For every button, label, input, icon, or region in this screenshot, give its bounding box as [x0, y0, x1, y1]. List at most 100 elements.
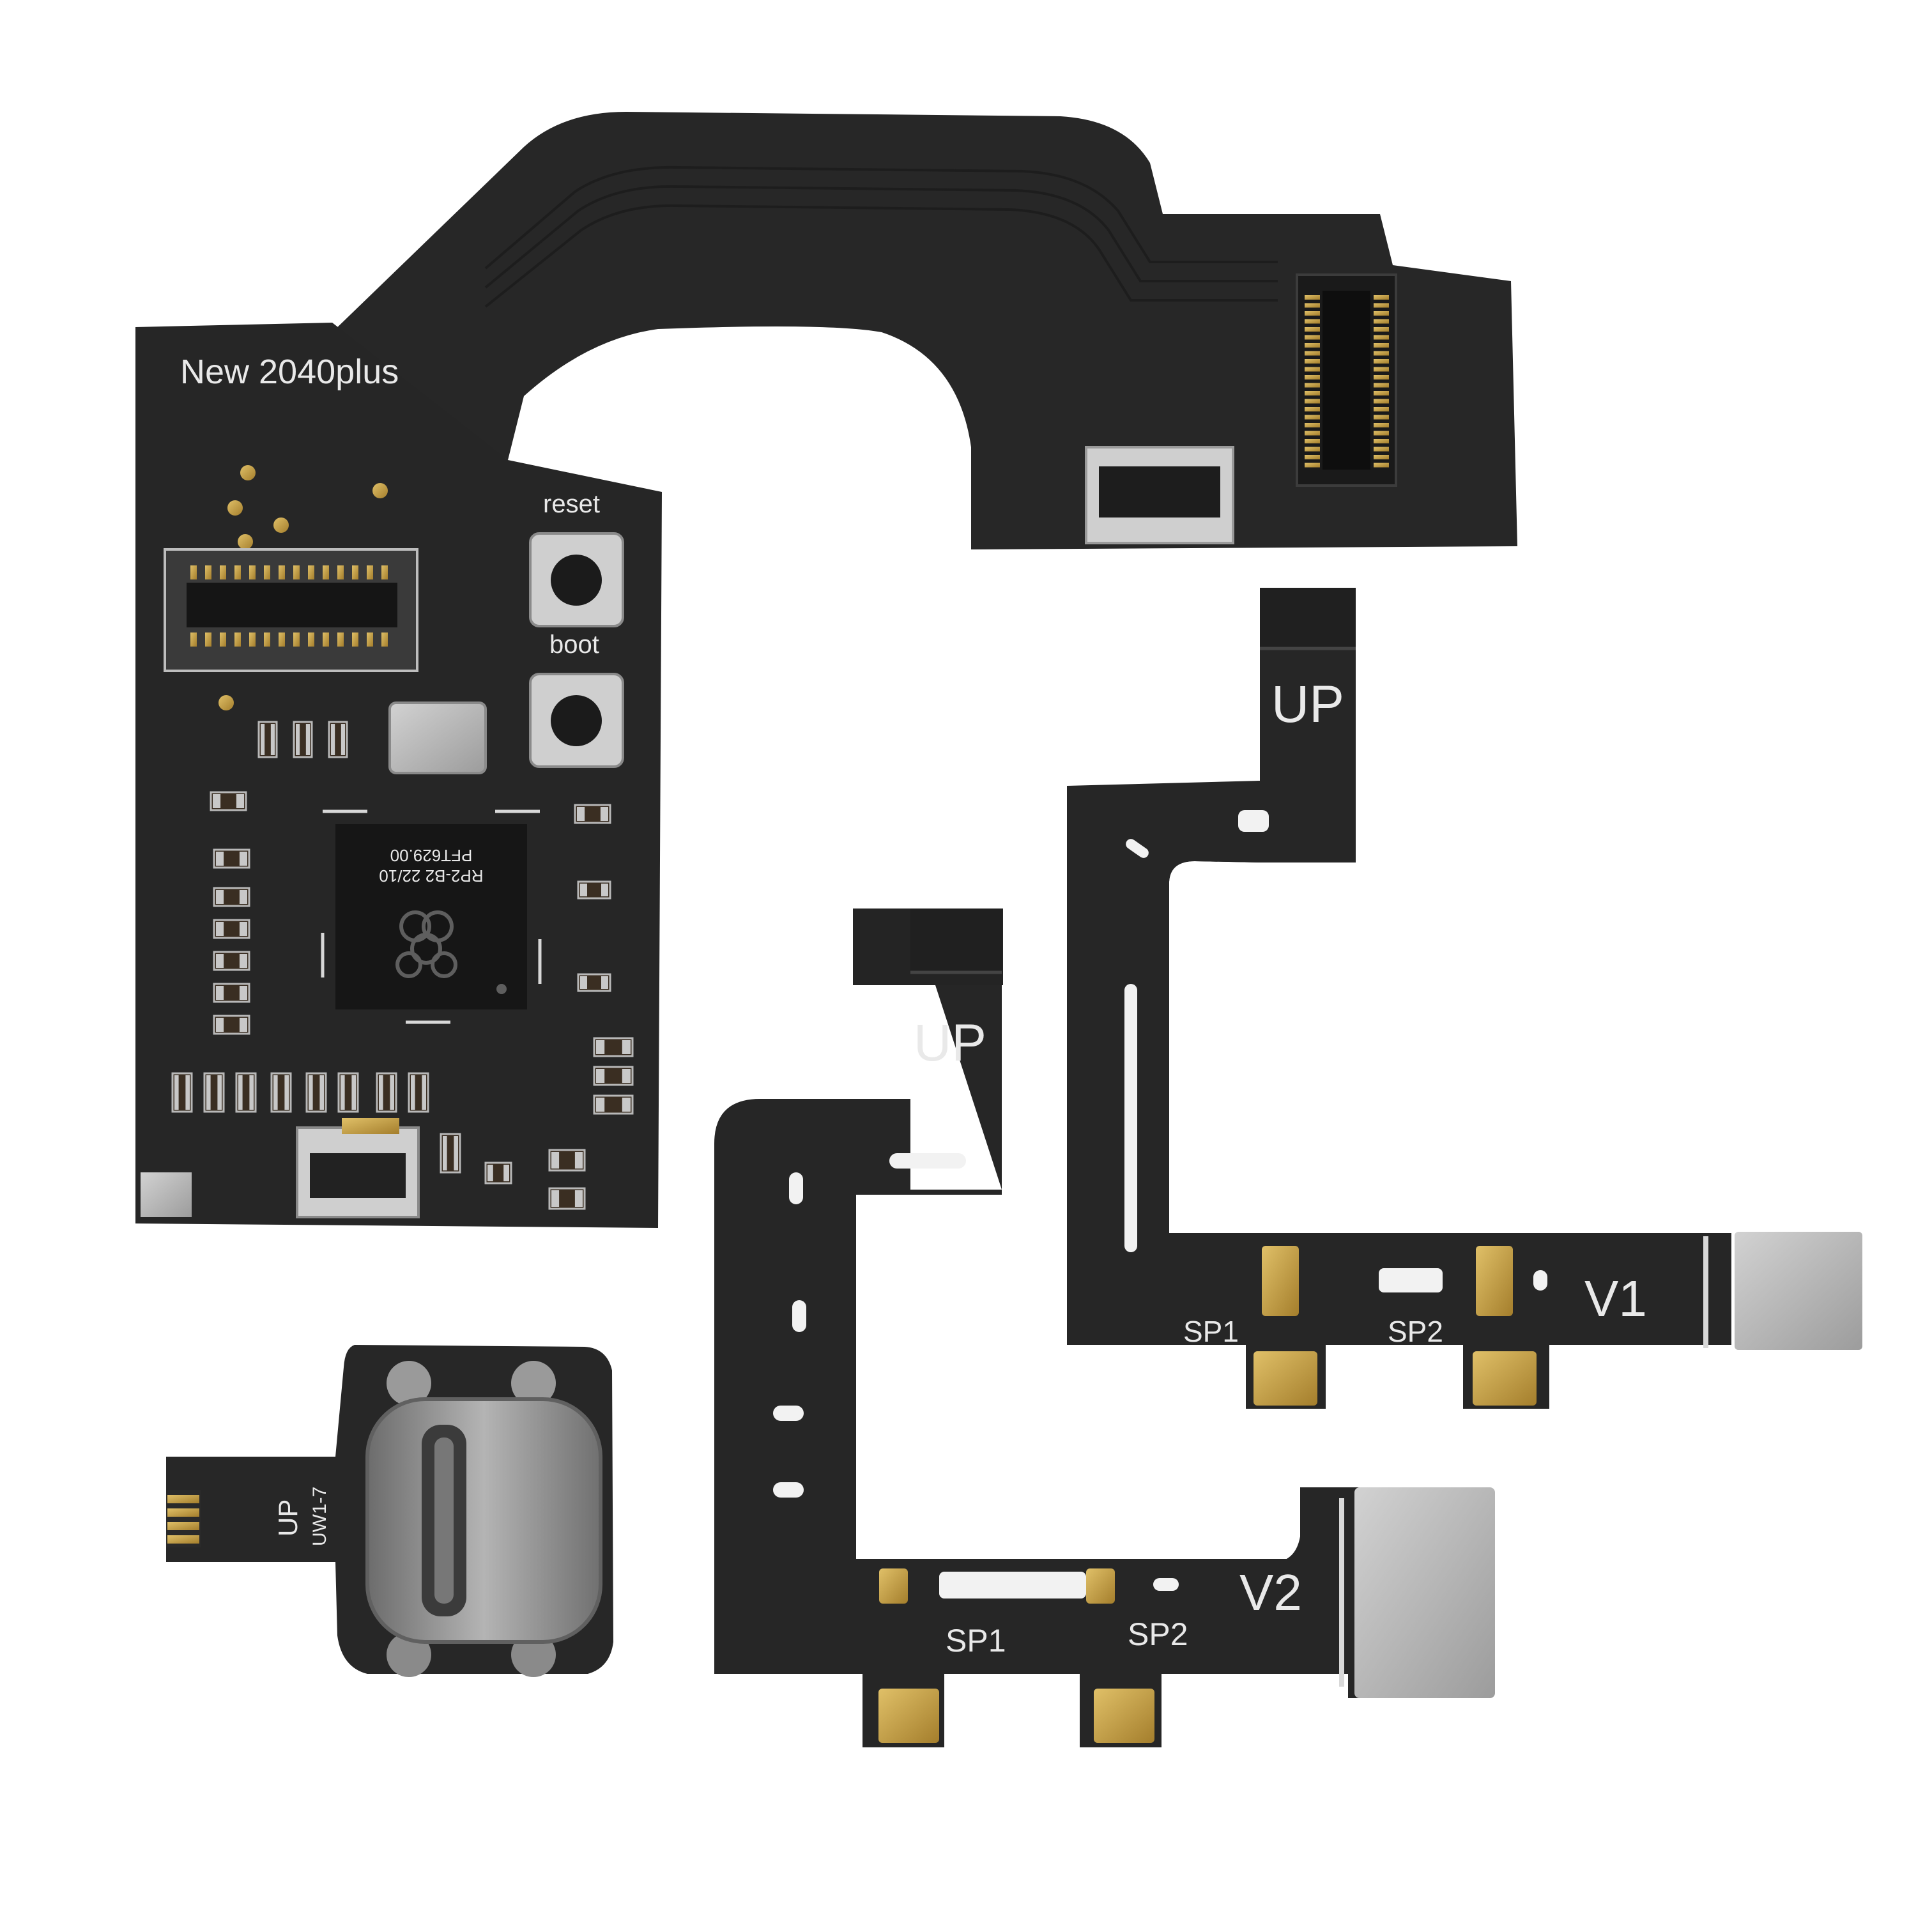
smd-part [235, 1072, 257, 1113]
connector-pin [308, 632, 314, 647]
connector-pin [1374, 375, 1389, 379]
connector-pin [323, 632, 329, 647]
reset-button[interactable] [529, 532, 624, 627]
connector-pin [1305, 319, 1320, 324]
connector-pin [337, 632, 344, 647]
smd-part [270, 1072, 292, 1113]
connector-pin [1305, 351, 1320, 356]
smd-components [171, 721, 634, 1210]
smd-part [376, 1072, 397, 1113]
connector-pin [1374, 447, 1389, 452]
connector-pin [1305, 407, 1320, 411]
flex-v2-sp2-label: SP2 [1128, 1616, 1188, 1652]
connector-pin [1374, 319, 1389, 324]
connector-pin [1305, 359, 1320, 364]
flex-v2-body [714, 908, 1348, 1747]
board-connector-pins [190, 565, 388, 647]
connector-pin [381, 565, 388, 579]
rp2040-chip: RP2-B2 22/10 PFT629.00 [321, 809, 542, 1024]
flex-v1-up-label: UP [1271, 675, 1344, 733]
smd-part [548, 1149, 586, 1172]
flex-v1-version-label: V1 [1584, 1270, 1647, 1327]
connector-pin [293, 565, 300, 579]
connector-pin [1305, 399, 1320, 404]
flex-v2-version-label: V2 [1239, 1564, 1302, 1621]
usb-c-connector-icon [365, 1361, 602, 1677]
smd-part [213, 887, 250, 907]
main-board-label: New 2040plus [180, 353, 399, 391]
flex-v2-sp1-label: SP1 [946, 1623, 1006, 1659]
flex-v2-up-label: UP [914, 1014, 986, 1072]
connector-pin [234, 565, 241, 579]
reset-label: reset [543, 490, 600, 518]
smd-part [337, 1072, 359, 1113]
connector-pin [205, 632, 211, 647]
connector-pin [1305, 327, 1320, 332]
connector-pin [190, 565, 197, 579]
smd-part [203, 1072, 225, 1113]
connector-pin [220, 565, 226, 579]
flex-cable-v1: UP V1 SP1 SP2 [1067, 588, 1862, 1409]
connector-pin [1374, 295, 1389, 300]
flex-v1-sp1-label: SP1 [1183, 1315, 1239, 1348]
smd-part [293, 721, 313, 758]
connector-pin [1374, 415, 1389, 420]
smd-part [305, 1072, 327, 1113]
connector-pin [1374, 423, 1389, 427]
corner-pad [141, 1172, 192, 1217]
gold-fingers [167, 1495, 199, 1544]
chip-marking-line-1: RP2-B2 22/10 [379, 866, 483, 885]
connector-pin [1374, 439, 1389, 443]
connector-pin [234, 632, 241, 647]
smd-part [574, 804, 611, 824]
connector-pin [1305, 295, 1320, 300]
connector-pin [381, 632, 388, 647]
connector-pin [1374, 311, 1389, 316]
connector-pin [1305, 463, 1320, 468]
ribbon-traces [484, 165, 1278, 308]
main-board-flex-ribbon [332, 112, 1517, 549]
flex-v2-slots [773, 1153, 1179, 1598]
connector-pin [1374, 303, 1389, 308]
bottom-fpc-connector [296, 1118, 420, 1218]
smd-part [328, 721, 348, 758]
smd-part [171, 1072, 193, 1113]
connector-pin [1374, 327, 1389, 332]
ribbon-connector-pins [1305, 295, 1389, 468]
connector-pin [1305, 303, 1320, 308]
ribbon-fpc-connector [1085, 446, 1234, 544]
main-board: New 2040plus reset boot [135, 112, 1517, 1228]
connector-pin [1305, 423, 1320, 427]
boot-button[interactable] [529, 673, 624, 768]
connector-pin [1374, 335, 1389, 340]
connector-pin [1305, 439, 1320, 443]
smd-part [408, 1072, 429, 1113]
crystal-oscillator [388, 702, 487, 774]
connector-pin [1305, 455, 1320, 459]
smd-part [210, 791, 247, 811]
connector-pin [1305, 415, 1320, 420]
connector-pin [1305, 343, 1320, 348]
connector-pin [293, 632, 300, 647]
connector-pin [1374, 431, 1389, 436]
connector-pin [264, 632, 270, 647]
connector-pin [1305, 431, 1320, 436]
flex-cable-v2: UP V2 SP1 SP2 [714, 908, 1495, 1747]
usb-c-board: UP UW1-7 [166, 1345, 613, 1677]
connector-pin [1305, 335, 1320, 340]
connector-pin [249, 565, 256, 579]
flex-v2-contact-pad [1354, 1487, 1495, 1698]
smd-part [593, 1037, 634, 1057]
connector-pin [249, 632, 256, 647]
connector-pin [1374, 399, 1389, 404]
smd-part [213, 848, 250, 869]
connector-pin [1374, 359, 1389, 364]
connector-pin [1305, 391, 1320, 395]
connector-pin [337, 565, 344, 579]
smd-part [548, 1187, 586, 1210]
connector-pin [1305, 311, 1320, 316]
flex-v1-sp2-label: SP2 [1388, 1315, 1443, 1348]
flex-v1-solder-pads [1254, 1246, 1537, 1406]
connector-pin [1374, 343, 1389, 348]
usb-c-up-label: UP [273, 1499, 303, 1537]
